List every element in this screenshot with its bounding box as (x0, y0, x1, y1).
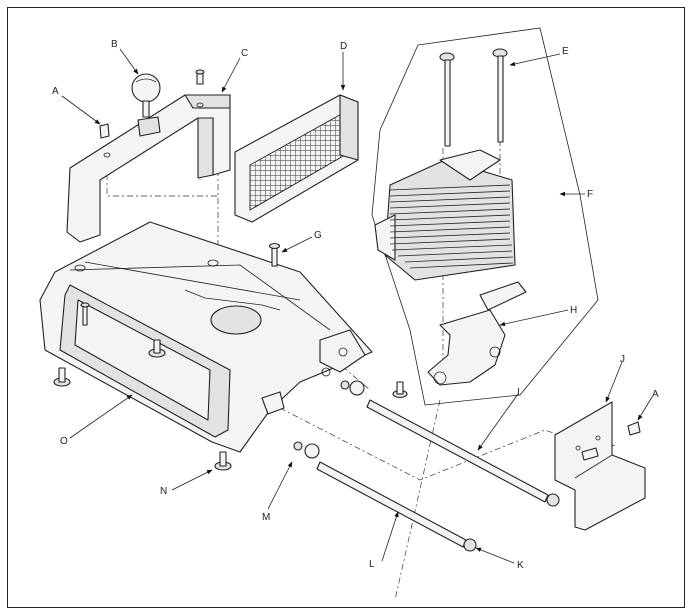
callout-e: E (562, 46, 569, 57)
washers (293, 380, 365, 459)
leader-lines (61, 48, 653, 564)
callout-o: O (60, 436, 68, 447)
leveling-feet (53, 339, 408, 471)
blade-assembly (234, 94, 359, 223)
shafts (316, 399, 560, 552)
callout-j: J (620, 354, 625, 365)
callout-i: I (517, 387, 520, 398)
base-frame (39, 221, 373, 453)
knob (131, 73, 161, 118)
callout-k: K (517, 560, 524, 571)
callout-f: F (587, 189, 593, 200)
callout-c: C (241, 48, 248, 59)
screw-g (268, 242, 281, 267)
base-bolt (80, 302, 90, 326)
callout-b: B (111, 39, 118, 50)
callout-a-bracket: A (652, 389, 659, 400)
screws-a (99, 69, 205, 139)
callout-a: A (52, 86, 59, 97)
callout-n: N (160, 486, 167, 497)
callout-d: D (340, 41, 347, 52)
guide-rods (439, 48, 508, 147)
callout-labels: A B C D E F G H I J A K L M N O (52, 39, 659, 571)
bracket (554, 401, 646, 531)
callout-l: L (369, 559, 375, 570)
handle (427, 281, 527, 386)
callout-m: M (262, 512, 270, 523)
diagram-border (7, 7, 685, 608)
pusher-frame (66, 94, 231, 243)
blade-stack (374, 149, 516, 281)
screw-a-bracket (581, 421, 641, 461)
callout-h: H (570, 305, 577, 316)
callout-g: G (314, 230, 322, 241)
assembly-f-outline (371, 27, 599, 406)
